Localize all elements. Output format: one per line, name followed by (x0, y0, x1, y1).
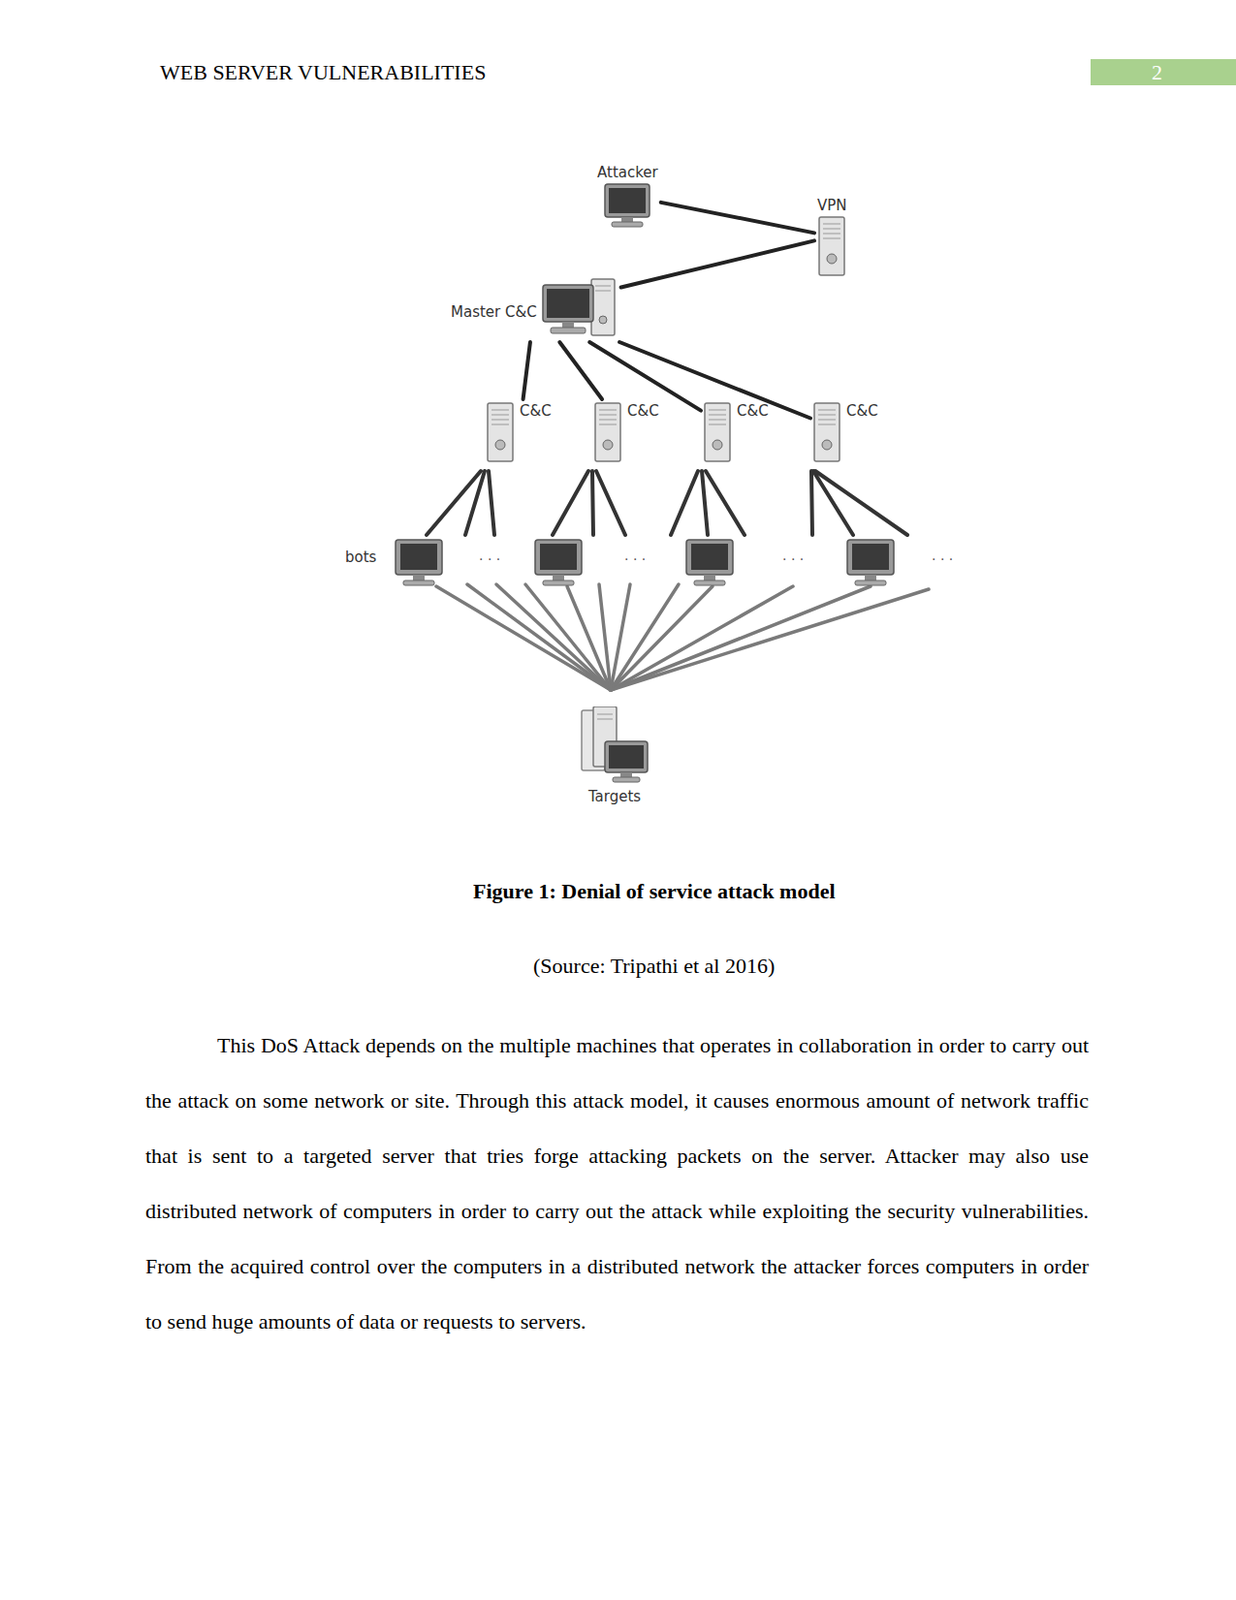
computer-icon (594, 402, 622, 463)
network-link (523, 342, 531, 400)
cc-bot-links (426, 471, 908, 536)
computer-icon (579, 706, 650, 787)
node-label: C&C (846, 402, 879, 420)
bot-target-links (436, 584, 929, 691)
node-label: C&C (519, 402, 552, 420)
node-label: Master C&C (450, 303, 538, 321)
computer-icon (540, 277, 619, 340)
body-paragraph: This DoS Attack depends on the multiple … (145, 1017, 1089, 1350)
attacker-node: Attacker (594, 160, 662, 231)
cc-server-node: C&C (483, 399, 555, 466)
ellipsis: . . . (624, 547, 646, 564)
page-number-bar (1090, 59, 1236, 86)
computer-icon (703, 402, 731, 463)
node-label: VPN (817, 196, 848, 215)
ellipsis: . . . (782, 547, 804, 564)
cc-server-node: C&C (591, 399, 663, 466)
node-label: Attacker (597, 163, 659, 182)
node-label: Targets (588, 788, 641, 806)
computer-icon (603, 183, 651, 228)
network-link (661, 202, 815, 234)
network-link (621, 240, 815, 287)
computer-icon (818, 216, 846, 277)
bot-computers (395, 539, 894, 586)
cc-server-node: C&C (810, 399, 882, 466)
computer-icon (813, 402, 841, 463)
bots-label: bots (345, 548, 377, 567)
cc-server-node: C&C (700, 399, 772, 466)
figure-caption: Figure 1: Denial of service attack model (473, 879, 836, 905)
node-label: C&C (736, 402, 769, 420)
node-label: C&C (627, 402, 660, 420)
ellipsis: . . . (931, 547, 953, 564)
network-link (559, 342, 603, 400)
targets-node: Targets (576, 703, 653, 809)
ellipsis: . . . (478, 547, 501, 564)
computer-icon (486, 402, 514, 463)
source-note: (Source: Tripathi et al 2016) (533, 953, 775, 980)
running-header: WEB SERVER VULNERABILITIES (159, 60, 486, 86)
vpn-node: VPN (814, 193, 851, 280)
master-cc-node: Master C&C (447, 274, 622, 343)
page-number: 2 (1151, 60, 1163, 86)
